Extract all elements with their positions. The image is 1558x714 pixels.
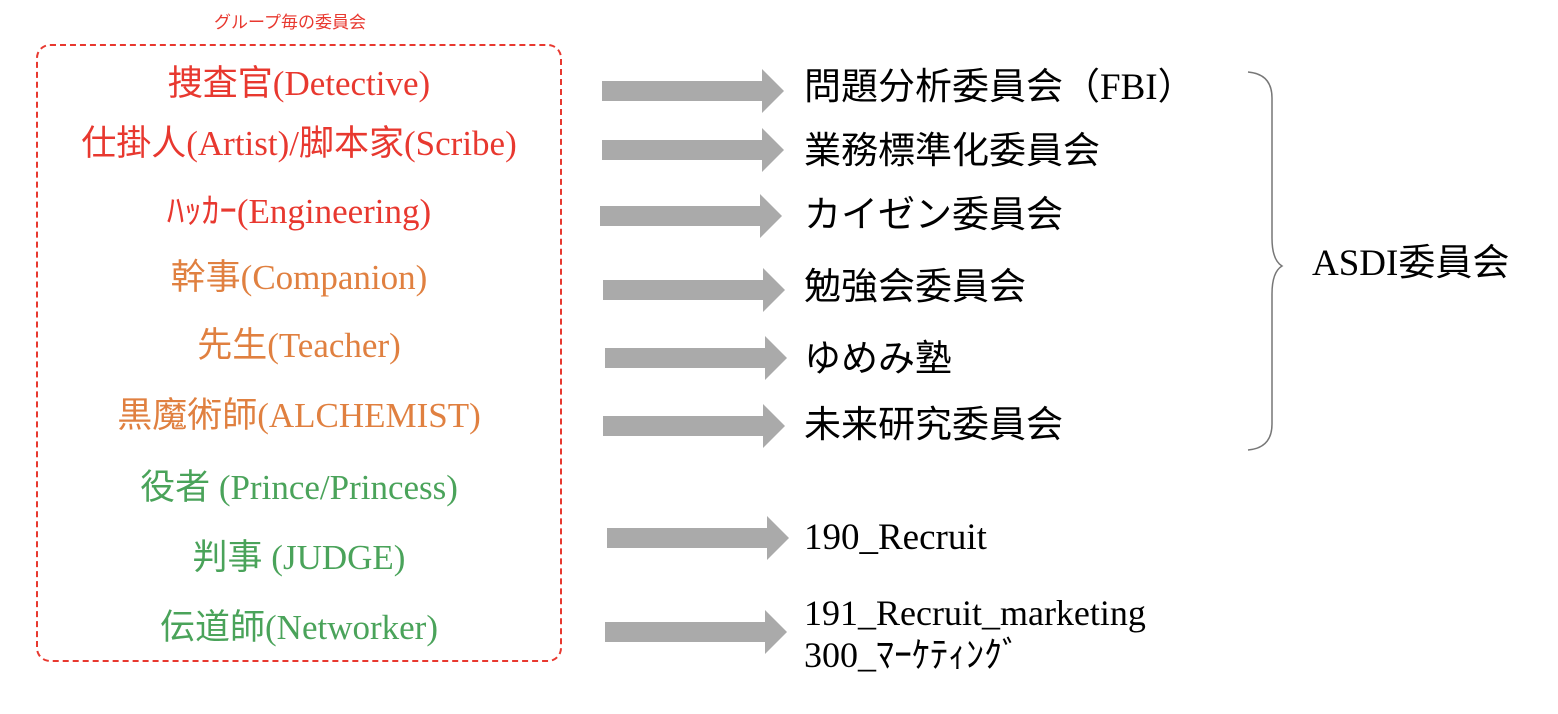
role-teacher: 先生(Teacher) <box>197 326 401 365</box>
curly-brace-icon <box>1247 71 1284 451</box>
role-networker: 伝道師(Networker) <box>160 608 438 647</box>
committee-standardization: 業務標準化委員会 <box>804 131 1100 172</box>
role-detective: 捜査官(Detective) <box>167 64 431 103</box>
role-prince: 役者 (Prince/Princess) <box>140 468 458 507</box>
committee-study: 勉強会委員会 <box>804 267 1026 308</box>
arrow-icon <box>605 336 787 380</box>
committee-future-research: 未来研究委員会 <box>804 405 1063 446</box>
committee-recruit-marketing: 191_Recruit_marketing <box>804 593 1146 633</box>
committee-recruit: 190_Recruit <box>804 517 987 558</box>
role-alchemist: 黒魔術師(ALCHEMIST) <box>117 396 481 435</box>
committee-fbi: 問題分析委員会（FBI） <box>804 67 1195 108</box>
committee-kaizen: カイゼン委員会 <box>804 195 1063 236</box>
arrow-icon <box>603 268 785 312</box>
asdi-committee-label: ASDI委員会 <box>1312 243 1510 284</box>
committee-marketing: 300_ﾏｰｹﾃｨﾝｸﾞ <box>804 635 1020 675</box>
arrow-icon <box>607 516 789 560</box>
arrow-icon <box>605 610 787 654</box>
arrow-icon <box>603 404 785 448</box>
arrow-icon <box>602 69 784 113</box>
role-hacker: ﾊｯｶｰ(Engineering) <box>166 192 432 231</box>
committee-yumemi-juku: ゆめみ塾 <box>804 339 952 380</box>
role-companion: 幹事(Companion) <box>170 258 428 297</box>
group-box <box>36 44 562 662</box>
group-caption: グループ毎の委員会 <box>214 13 366 33</box>
role-judge: 判事 (JUDGE) <box>192 538 406 577</box>
arrow-icon <box>602 128 784 172</box>
role-artist-scribe: 仕掛人(Artist)/脚本家(Scribe) <box>81 124 517 163</box>
arrow-icon <box>600 194 782 238</box>
